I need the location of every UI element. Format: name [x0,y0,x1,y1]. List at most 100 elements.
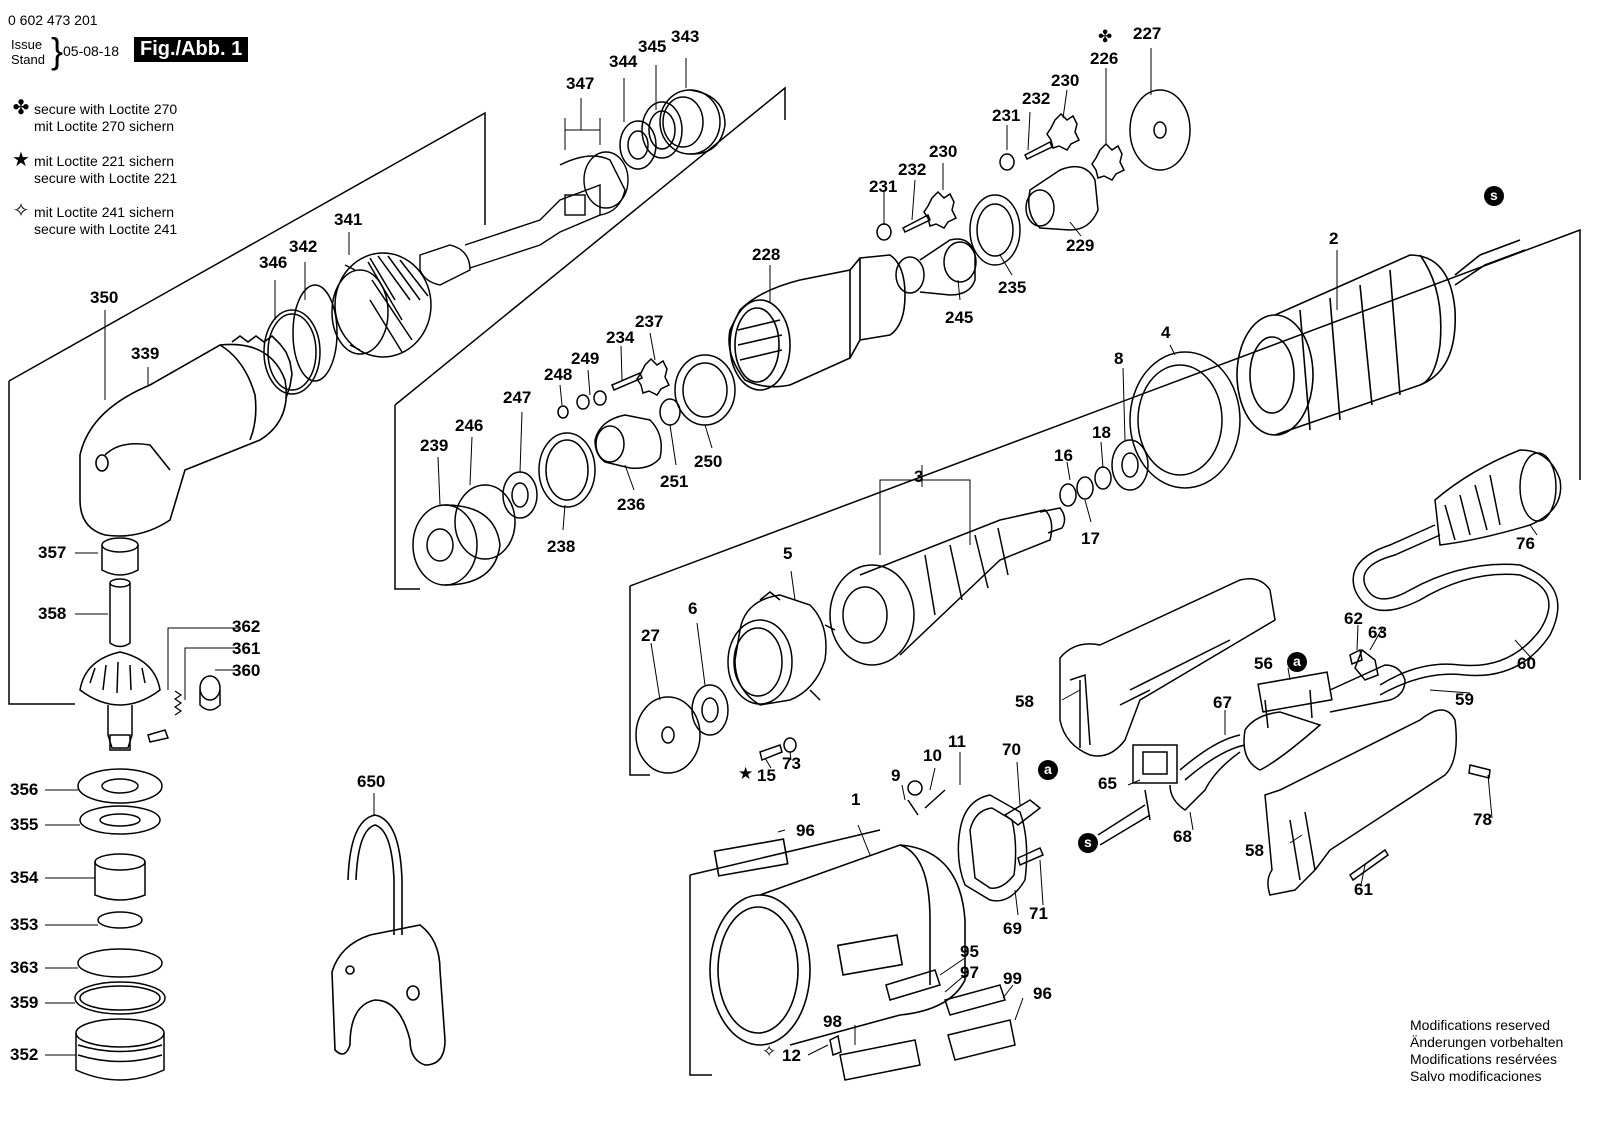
strain-relief [1354,648,1379,681]
part-label-650: 650 [357,772,386,791]
part-label-15: 15 [757,766,776,785]
handle-half-lower [1243,709,1457,896]
label-95 [885,969,941,1001]
part-label-98: 98 [823,1012,842,1031]
bearing-sleeve [659,89,721,155]
note-en: Modifications reserved [1410,1017,1551,1033]
screw-71 [1017,847,1044,867]
part-label-18: 18 [1092,423,1111,442]
part-label-62: 62 [1344,609,1363,628]
frame-gearbox [394,86,786,590]
retaining-ring [292,284,338,382]
gear-230a [923,190,958,229]
rotor [829,507,1066,666]
part-label-63: 63 [1368,623,1387,642]
part-label-339: 339 [131,344,160,363]
knurled-nut [331,252,432,358]
screw-78 [1468,764,1491,779]
disc-246 [454,484,516,560]
part-label-357: 357 [38,543,67,562]
part-label-251: 251 [660,472,689,491]
part-label-5: 5 [783,544,793,563]
leader-lines [45,48,1538,1056]
needle-231a [876,223,892,241]
drive-spindle [419,151,629,286]
part-label-356: 356 [10,780,39,799]
set-screw [147,729,170,743]
part-label-238: 238 [547,537,576,556]
part-label-346: 346 [259,253,288,272]
part-label-16: 16 [1054,446,1073,465]
part-label-237: 237 [635,312,664,331]
part-label-354: 354 [10,868,39,887]
washer-247 [502,471,538,519]
pin-232a [901,213,931,233]
connector-marker-letter: s [1490,187,1498,203]
part-label-228: 228 [752,245,781,264]
handle-half-upper [1059,578,1276,757]
modifications-note: Modifications reserved Änderungen vorbeh… [1410,1017,1563,1085]
part-label-12: 12 [782,1046,801,1065]
part-label-70: 70 [1002,740,1021,759]
connector-markers [1038,186,1504,853]
gear-230b [1046,112,1081,151]
spring [173,690,183,716]
quatrefoil-icon: ✤ [12,97,30,119]
pin-232b [1023,140,1053,160]
part-label-247: 247 [503,388,532,407]
power-cable [1329,449,1562,713]
frame-housing [689,829,881,1076]
part-label-362: 362 [232,617,261,636]
washer-16 [1076,476,1094,500]
part-label-359: 359 [10,993,39,1012]
part-label-76: 76 [1516,534,1535,553]
part-label-232: 232 [1022,89,1051,108]
planet-carrier [594,414,662,470]
screw-15 [759,744,783,762]
four-point-star-icon: ✧ [762,1042,777,1061]
gear-housing [728,254,906,391]
part-label-249: 249 [571,349,600,368]
part-label-342: 342 [289,237,318,256]
part-label-227: 227 [1133,24,1162,43]
washer-249 [576,394,590,410]
part-label-8: 8 [1114,349,1124,368]
terminal-block [1257,671,1333,729]
brace-glyph: } [51,30,64,71]
part-label-355: 355 [10,815,39,834]
part-label-99: 99 [1003,969,1022,988]
bearing-239 [412,504,501,586]
part-label-347: 347 [566,74,595,93]
lower-needle-sleeve [101,537,139,576]
label-96 [947,1019,1016,1061]
part-label-78: 78 [1473,810,1492,829]
star-icon: ★ [12,149,30,171]
part-label-363: 363 [10,958,39,977]
wire-67 [1179,734,1246,781]
part-label-235: 235 [998,278,1027,297]
washer-27 [635,696,701,774]
part-label-10: 10 [923,746,942,765]
part-label-2: 2 [1329,229,1339,248]
screw-61 [1349,848,1389,882]
part-label-11: 11 [948,732,966,751]
frame-motor [629,228,1581,776]
frame-angle-head [8,111,486,705]
star-icon: ★ [738,764,754,783]
gear-237 [636,357,671,396]
part-label-234: 234 [606,328,635,347]
part-label-27: 27 [641,626,660,645]
part-label-245: 245 [945,308,974,327]
note-fr: Modifications resérvées [1410,1051,1558,1067]
marker-a-terminal [1287,652,1307,672]
motor-housing [709,838,966,1046]
small-sleeve [199,675,221,711]
marker-a-clamp [1038,760,1058,780]
gear-226 [1091,142,1126,181]
part-label-67: 67 [1213,693,1232,712]
part-label-230: 230 [929,142,958,161]
part-label-236: 236 [617,495,646,514]
ball-bearing-8 [1111,439,1149,491]
part-label-231: 231 [869,177,898,196]
threaded-ring [75,1018,165,1081]
